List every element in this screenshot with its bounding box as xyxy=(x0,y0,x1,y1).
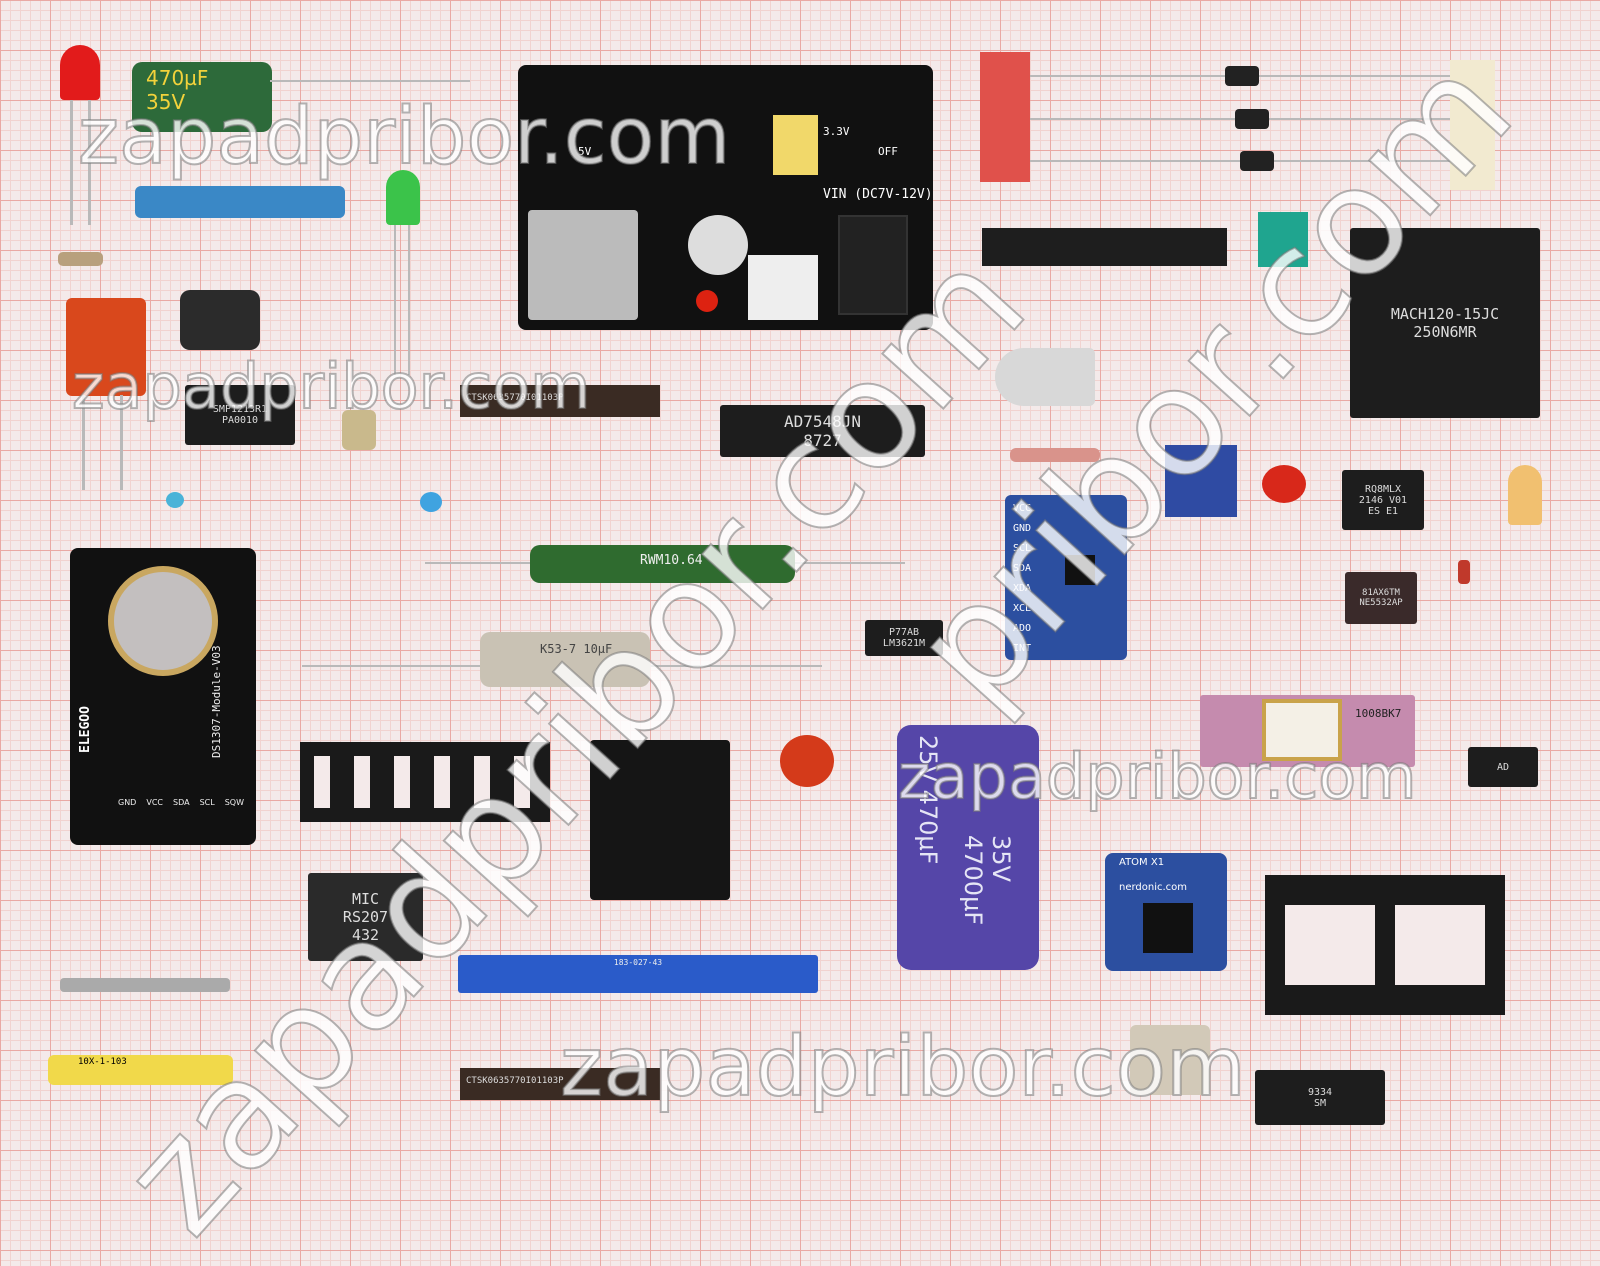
led-lead xyxy=(394,225,396,375)
watermark: zapadpribor.com xyxy=(71,349,592,424)
dip-socket-large xyxy=(1265,875,1505,1015)
led-lead xyxy=(408,225,410,375)
green-trimmer xyxy=(1258,212,1308,267)
usb-port xyxy=(528,210,638,320)
smd-chip-bottom: 9334 SM xyxy=(1255,1070,1385,1125)
led-lead xyxy=(88,100,91,225)
capacitor xyxy=(688,215,748,275)
dc-jack xyxy=(838,215,908,315)
blue-resistor xyxy=(135,186,345,218)
mach-plcc-chip: MACH120-15JC 250N6MR xyxy=(1350,228,1540,418)
led-lead xyxy=(70,100,73,225)
sensor-chip xyxy=(1065,555,1095,585)
module-title: DS1307-Module-V03 xyxy=(210,645,223,758)
zener-diode xyxy=(1458,560,1470,584)
pin-header xyxy=(773,115,818,175)
diode xyxy=(1225,66,1259,86)
sip-header xyxy=(982,228,1227,266)
ds1307-rtc-module: DS1307-Module-V03 ELEGOO GND VCC SDA SCL… xyxy=(70,548,256,845)
encapsulated-module xyxy=(590,740,730,900)
red-led xyxy=(696,290,718,312)
ad-small-chip: AD xyxy=(1468,747,1538,787)
breadboard-power-module: VIN (DC7V-12V) 3.3V 5V OFF xyxy=(518,65,933,330)
mcu-chip xyxy=(1143,903,1193,953)
ad7548-dip-chip: AD7548JN 8727 xyxy=(720,405,925,457)
orange-varistor xyxy=(66,298,146,396)
red-led xyxy=(60,45,100,100)
switch xyxy=(748,255,818,320)
wirewound-resistor: RWM10.64 xyxy=(530,545,795,583)
brand-label: ELEGOO xyxy=(78,706,93,753)
smd-chip: SMP1213R1 PA0010 xyxy=(185,385,295,445)
yellow-resistor-network: 10X-1-103 xyxy=(48,1055,233,1085)
resistor-network: CTSK0635770I01103P xyxy=(460,1068,660,1100)
blue-capacitor xyxy=(420,492,442,512)
blue-trimmer xyxy=(1165,445,1237,517)
v5-label: 5V xyxy=(578,145,592,158)
metal-transistor xyxy=(342,410,376,450)
socket-opening xyxy=(1285,905,1375,985)
watermark: zapadpribor.com xyxy=(559,1019,1247,1116)
socket-opening xyxy=(1395,905,1485,985)
atom-x1-board: ATOM X1 nerdonic.com xyxy=(1105,853,1227,971)
small-resistor xyxy=(58,252,103,266)
rq8mlx-chip: RQ8MLX 2146 V01 ES E1 xyxy=(1342,470,1424,530)
paper-tape xyxy=(1450,60,1495,190)
resistor-network: CTSK0635770I01103P xyxy=(460,385,660,417)
varistor-lead xyxy=(120,395,123,490)
watermark: zapadpribor.com xyxy=(77,91,731,183)
capacitor-lead xyxy=(270,80,470,82)
mic-rs207-bridge: MIC RS207 432 xyxy=(308,873,423,961)
ne5532-chip: 81AX6TM NE5532AP xyxy=(1345,572,1417,624)
pin-label-row: GND VCC SDA SCL SQW xyxy=(118,798,244,807)
ceramic-capacitor xyxy=(780,735,834,787)
vin-label: VIN (DC7V-12V) xyxy=(823,187,933,202)
off-label: OFF xyxy=(878,145,898,158)
ceramic-ic: 1008BK7 xyxy=(1200,695,1415,767)
pink-resistor xyxy=(1010,448,1100,462)
gold-crystal xyxy=(1130,1025,1210,1095)
dip-socket xyxy=(300,742,550,822)
green-led xyxy=(386,170,420,225)
watermark: zapadpribor.com xyxy=(897,739,1418,814)
diode xyxy=(1240,151,1274,171)
ic-lid xyxy=(1262,699,1342,761)
large-electrolytic-capacitor: 25V 470µF 35V 4700µF xyxy=(897,725,1039,970)
electrolytic-capacitor-small: 470µF 35V xyxy=(132,62,272,132)
clear-led xyxy=(995,348,1095,406)
red-tape xyxy=(980,52,1030,182)
yellow-led xyxy=(1508,465,1542,525)
potentiometer-shaft xyxy=(60,978,230,992)
ceramic-capacitor xyxy=(1262,465,1306,503)
pin-labels: VCC GND SCL SDA XDA XCL ADO INT xyxy=(1013,503,1032,654)
lm3621-chip: P77AB LM3621M xyxy=(865,620,943,656)
gy-sensor-module: VCC GND SCL SDA XDA XCL ADO INT xyxy=(1005,495,1127,660)
v33-label: 3.3V xyxy=(823,125,850,138)
inductor xyxy=(180,290,260,350)
edge-connector: 183-027-43 xyxy=(458,955,818,993)
diode xyxy=(1235,109,1269,129)
blue-capacitor xyxy=(166,492,184,508)
k53-capacitor: K53-7 10µF xyxy=(480,632,650,687)
coin-battery xyxy=(108,566,218,676)
varistor-lead xyxy=(82,395,85,490)
